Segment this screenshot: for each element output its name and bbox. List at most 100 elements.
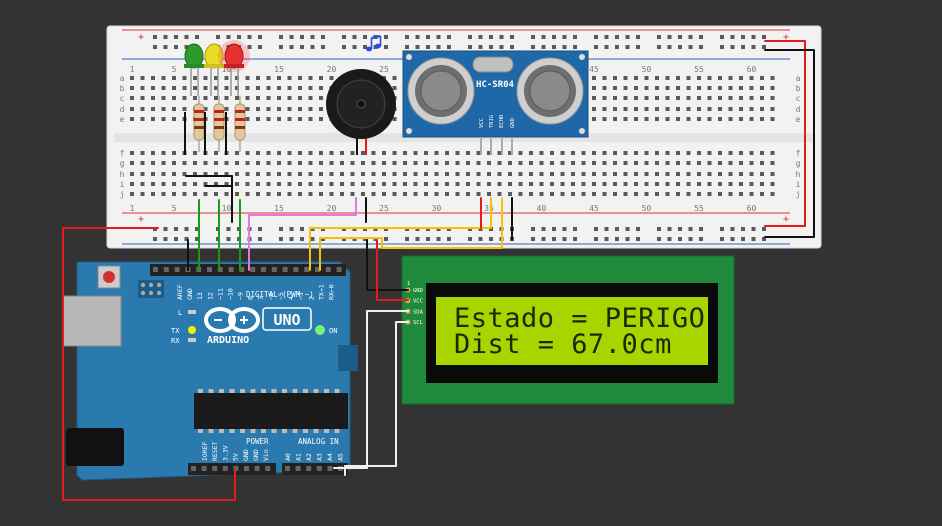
breadboard-hole — [749, 161, 754, 165]
breadboard-hole — [287, 117, 292, 121]
uno-model: UNO — [273, 311, 300, 329]
digital-pin-label: 13 — [196, 292, 204, 300]
breadboard-hole — [319, 161, 323, 165]
wire-black-rail-jumper[interactable] — [764, 49, 815, 238]
breadboard-hole — [161, 161, 166, 165]
resistor[interactable] — [213, 96, 225, 152]
rail-hole — [195, 227, 199, 231]
breadboard-hole — [613, 161, 617, 165]
uno-badge — [262, 307, 312, 331]
led-base — [204, 64, 224, 68]
breadboard-hole — [718, 96, 722, 100]
breadboard-hole — [434, 182, 439, 186]
wire-yellow-echo[interactable] — [319, 197, 503, 271]
rail-hole — [184, 35, 189, 39]
breadboard-hole — [350, 151, 355, 155]
breadboard-hole — [602, 86, 607, 90]
red-led[interactable] — [218, 40, 250, 96]
breadboard-hole — [739, 86, 743, 90]
led-array[interactable] — [184, 40, 250, 96]
lcd-1602-i2c[interactable]: Estado = PERIGO Dist = 67.0cm 1 GNDVCCSD… — [401, 255, 735, 405]
digital-header-label: DIGITAL (PWM ~) — [246, 290, 314, 299]
rail-hole — [489, 45, 493, 49]
rail-hole — [342, 35, 346, 39]
hc-sr04-sensor[interactable]: HC-SR04 VCC TRIG ECHO GND — [402, 50, 589, 155]
column-number: 30 — [432, 204, 442, 213]
mount-hole — [406, 54, 412, 60]
rail-hole — [688, 227, 693, 231]
wires[interactable] — [62, 40, 815, 501]
rail-hole — [468, 45, 472, 49]
breadboard-hole — [256, 172, 260, 176]
column-number: 55 — [694, 204, 704, 213]
piezo-buzzer[interactable] — [326, 34, 396, 155]
wire-black-lcd-gnd[interactable] — [366, 239, 409, 291]
analog-header-label: ANALOG IN — [298, 437, 339, 446]
breadboard-hole — [476, 192, 481, 196]
rail-hole — [751, 35, 756, 39]
rail-hole — [279, 35, 283, 39]
row-letter: b — [796, 84, 801, 93]
wire-pink-buzzer[interactable] — [248, 197, 357, 271]
breadboard-hole — [707, 192, 712, 196]
digital-pin-label: 7 — [257, 296, 265, 300]
resistor-band — [194, 126, 204, 129]
breadboard-hole — [676, 172, 680, 176]
breadboard-hole — [634, 117, 638, 121]
header-pin — [282, 267, 288, 272]
rail-hole — [184, 227, 189, 231]
power-jack — [66, 428, 124, 466]
header-pin — [222, 466, 228, 471]
wire-red-rail-jumper[interactable] — [764, 40, 806, 227]
breadboard-hole — [266, 107, 271, 111]
breadboard-hole — [602, 96, 607, 100]
breadboard-hole — [613, 182, 617, 186]
green-led[interactable] — [184, 43, 204, 96]
lcd-pin-label: GND — [413, 288, 423, 294]
breadboard-hole — [707, 76, 712, 80]
wire-white-scl[interactable] — [344, 321, 409, 476]
breadboard-hole — [256, 192, 260, 196]
rail-hole — [657, 237, 661, 241]
power-pin-label: IOREF — [201, 441, 209, 461]
resistor-array[interactable] — [184, 96, 246, 155]
breadboard-hole — [319, 192, 323, 196]
sensor-pin-vcc: VCC — [479, 118, 485, 128]
resistor[interactable] — [234, 96, 246, 152]
breadboard-hole — [634, 107, 638, 111]
row-letter: d — [796, 105, 801, 114]
breadboard-hole — [508, 151, 512, 155]
breadboard-hole — [613, 76, 617, 80]
yellow-led[interactable] — [204, 43, 224, 96]
rail-plus-label: + — [138, 32, 144, 43]
resistor-body — [193, 103, 205, 141]
breadboard-hole — [161, 192, 166, 196]
rail-hole — [226, 35, 231, 39]
resistor-body — [234, 103, 246, 141]
wire-red-lcd-vcc[interactable] — [376, 239, 409, 301]
analog-pin-label: A1 — [295, 453, 303, 461]
chip-pin — [229, 389, 235, 393]
rail-hole — [541, 45, 546, 49]
row-letter: i — [796, 180, 801, 189]
breadboard-hole — [319, 107, 323, 111]
wire-yellow-trig[interactable] — [309, 197, 492, 271]
resistor-band — [214, 110, 224, 113]
breadboard-hole — [571, 172, 575, 176]
row-letter: c — [120, 94, 125, 103]
breadboard-hole — [256, 107, 260, 111]
rail-hole — [594, 237, 598, 241]
wire-red-5v[interactable] — [62, 227, 236, 501]
transducer-left — [407, 57, 475, 125]
wire-white-sda[interactable] — [333, 310, 409, 469]
digital-pin-label: TX→1 — [317, 284, 325, 300]
breadboard-hole — [455, 192, 460, 196]
breadboard-hole — [140, 107, 145, 111]
breadboard-hole — [550, 172, 554, 176]
header-pin — [212, 466, 218, 471]
rail-hole — [447, 237, 451, 241]
